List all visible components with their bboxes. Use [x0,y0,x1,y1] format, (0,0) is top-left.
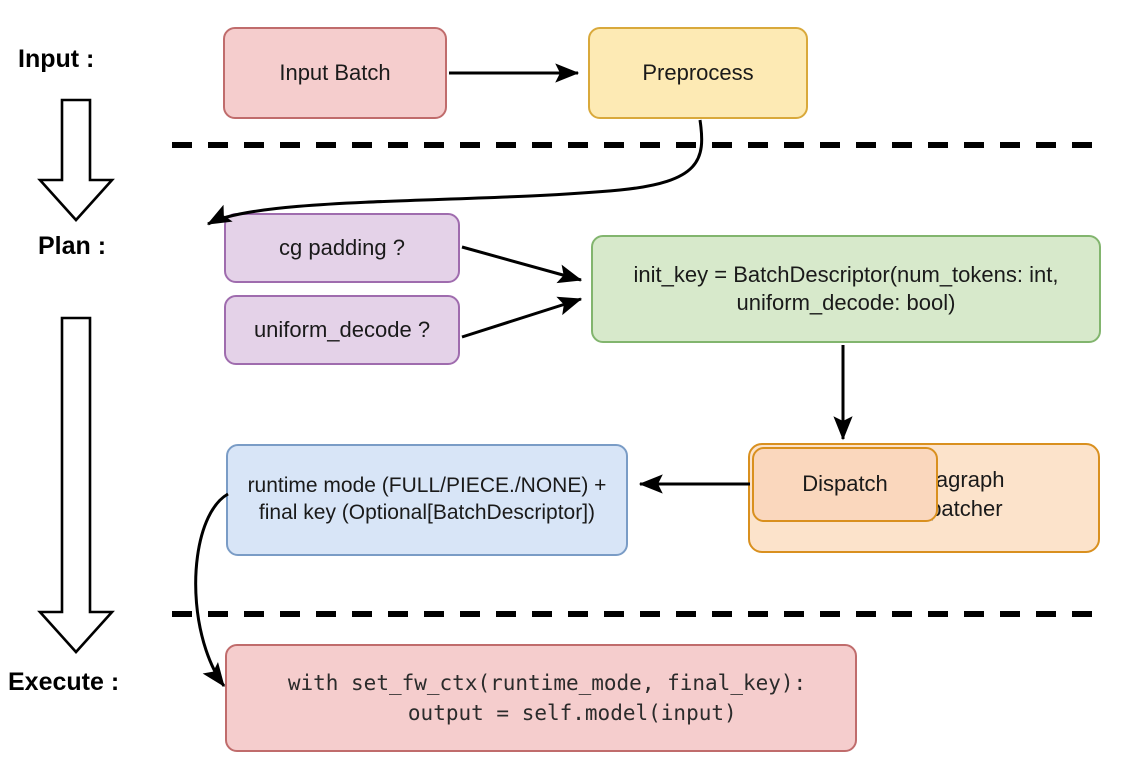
node-runtime-mode-label: runtime mode (FULL/PIECE./NONE) + final … [247,474,607,524]
node-execute-code[interactable]: with set_fw_ctx(runtime_mode, final_key)… [225,644,857,752]
arrow-cg-padding-to-init-key [461,245,583,284]
node-dispatch-label: Dispatch [802,471,888,497]
node-runtime-mode[interactable]: runtime mode (FULL/PIECE./NONE) + final … [226,444,628,556]
arrow-preprocess-to-cg-padding [206,119,704,226]
node-dispatch[interactable]: Dispatch [752,447,938,522]
arrow-runtime-mode-to-code [194,492,229,687]
arrow-uniform-decode-to-init-key [461,296,583,339]
code-line-1: with set_fw_ctx(runtime_mode, final_key)… [287,671,807,695]
stage-label-plan: Plan : [38,232,107,260]
node-cg-padding[interactable]: cg padding ? [224,213,460,283]
node-cg-padding-label: cg padding ? [279,234,405,260]
block-arrow-plan-to-execute [37,316,115,654]
node-preprocess-label: Preprocess [642,59,754,85]
node-preprocess[interactable]: Preprocess [588,27,808,119]
stage-label-input: Input : [18,45,95,73]
node-uniform-decode[interactable]: uniform_decode ? [224,295,460,365]
node-input-batch-label: Input Batch [279,59,391,85]
node-init-key[interactable]: init_key = BatchDescriptor(num_tokens: i… [591,235,1101,343]
block-arrow-input-to-plan [37,98,115,222]
node-input-batch[interactable]: Input Batch [223,27,447,119]
code-line-2: output = self.model(input) [357,701,737,726]
node-init-key-label: init_key = BatchDescriptor(num_tokens: i… [633,261,1059,315]
stage-label-execute: Execute : [8,668,120,696]
node-uniform-decode-label: uniform_decode ? [253,316,431,342]
